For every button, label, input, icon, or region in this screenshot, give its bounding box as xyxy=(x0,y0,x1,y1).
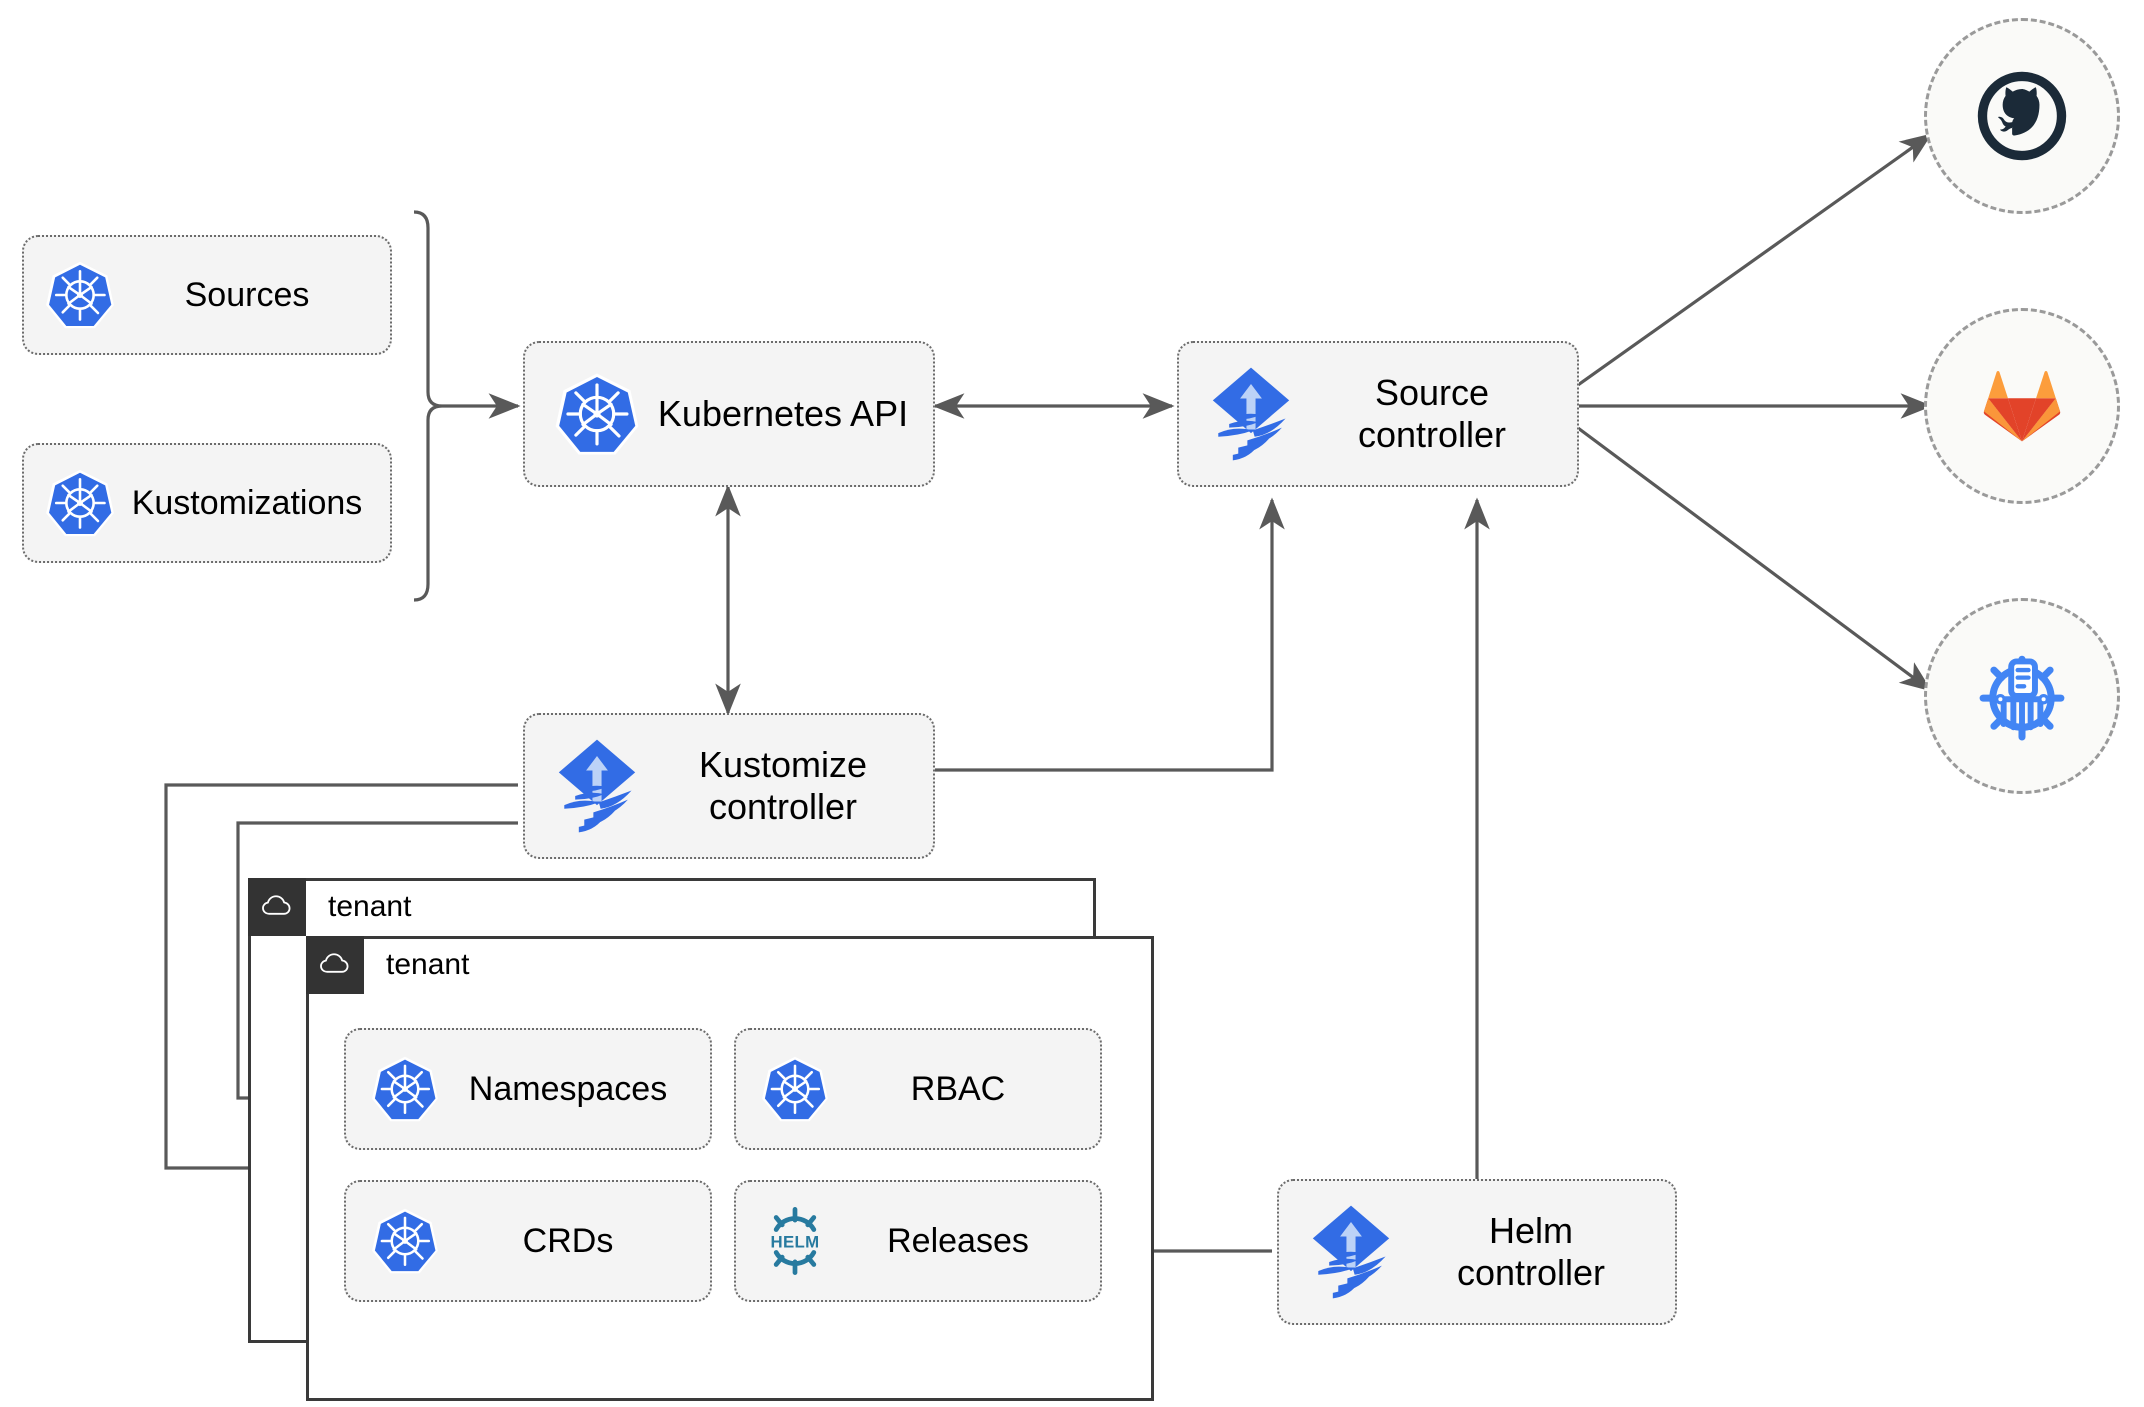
kubernetes-icon xyxy=(368,1052,442,1126)
tenant-resource-namespaces[interactable]: Namespaces xyxy=(344,1028,712,1150)
kubernetes-icon xyxy=(42,465,118,541)
flux-icon xyxy=(1205,364,1297,464)
node-kustomize-controller[interactable]: Kustomize controller xyxy=(523,713,935,859)
tenant-label: tenant xyxy=(328,890,412,923)
tenant-resource-label: Releases xyxy=(887,1221,1029,1260)
gitlab-icon xyxy=(1983,370,2061,442)
tenant-label: tenant xyxy=(386,948,470,981)
tenant-resource-label: Namespaces xyxy=(468,1069,668,1108)
tenant-resource-crds[interactable]: CRDs xyxy=(344,1180,712,1302)
helm-icon: HELM xyxy=(758,1204,832,1278)
node-label: Source controller xyxy=(1357,371,1507,455)
flux-icon xyxy=(1305,1202,1397,1302)
cloud-icon xyxy=(306,936,364,994)
tenant-header-back: tenant xyxy=(248,878,411,936)
resource-chip-sources[interactable]: Sources xyxy=(22,235,392,355)
cloud-icon xyxy=(248,878,306,936)
kubernetes-icon xyxy=(368,1204,442,1278)
resource-label: Sources xyxy=(184,275,310,314)
tenant-resource-label: CRDs xyxy=(522,1221,614,1260)
flux-icon xyxy=(551,736,643,836)
node-label: Kubernetes API xyxy=(657,392,909,434)
provider-github[interactable] xyxy=(1924,18,2120,214)
node-source-controller[interactable]: Source controller xyxy=(1177,341,1579,487)
kubernetes-icon xyxy=(551,364,643,464)
helm-repository-icon xyxy=(1979,655,2065,741)
svg-text:HELM: HELM xyxy=(771,1233,820,1252)
tenant-header-front: tenant xyxy=(306,936,469,994)
github-icon xyxy=(1977,71,2067,161)
node-helm-controller[interactable]: Helm controller xyxy=(1277,1179,1677,1325)
resource-chip-kustomizations[interactable]: Kustomizations xyxy=(22,443,392,563)
tenant-resource-releases[interactable]: HELM Releases xyxy=(734,1180,1102,1302)
kubernetes-icon xyxy=(42,257,118,333)
provider-helm-repository[interactable] xyxy=(1924,598,2120,794)
resource-label: Kustomizations xyxy=(131,483,363,522)
tenant-resource-label: RBAC xyxy=(910,1069,1006,1108)
node-label: Helm controller xyxy=(1456,1209,1606,1293)
provider-gitlab[interactable] xyxy=(1924,308,2120,504)
node-kubernetes-api[interactable]: Kubernetes API xyxy=(523,341,935,487)
tenant-container-front[interactable] xyxy=(306,936,1154,1401)
node-label: Kustomize controller xyxy=(698,743,868,827)
tenant-resource-rbac[interactable]: RBAC xyxy=(734,1028,1102,1150)
kubernetes-icon xyxy=(758,1052,832,1126)
